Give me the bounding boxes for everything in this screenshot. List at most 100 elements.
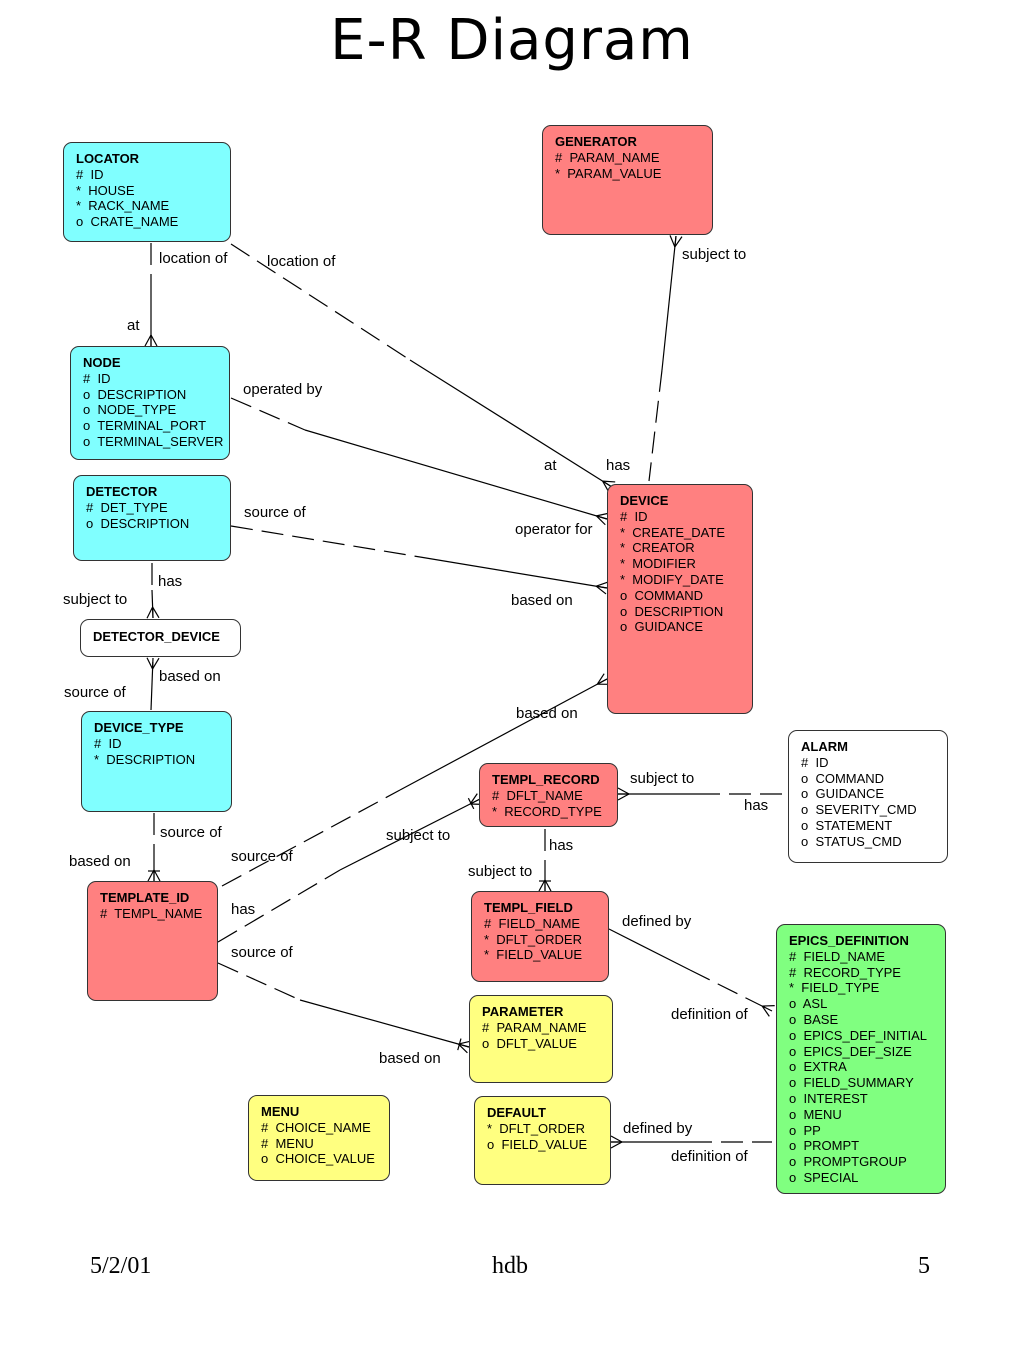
crows-foot [150, 334, 158, 347]
entity-attribute: o PROMPT [789, 1138, 860, 1154]
entity-attribute: # DET_TYPE [86, 499, 168, 515]
entity-attribute: o PP [789, 1122, 821, 1138]
relationship-label: definition of [671, 1148, 748, 1165]
relationship-line [150, 683, 153, 711]
relationship-label: subject to [682, 246, 747, 263]
entity-attribute: * CREATOR [620, 540, 695, 556]
crows-foot [146, 606, 154, 619]
entity-attribute: # MENU [261, 1135, 314, 1151]
relationship-line [230, 397, 306, 431]
crows-foot [610, 1141, 623, 1149]
relationship-line [661, 235, 677, 371]
crows-foot [146, 657, 154, 670]
relationship-line [339, 798, 481, 871]
crows-foot [544, 879, 552, 892]
relationship-line [217, 869, 341, 943]
crows-foot [457, 1043, 468, 1054]
entity-template-id: TEMPLATE_ID# TEMPL_NAME [87, 881, 218, 1001]
footer-page-number: 5 [918, 1253, 930, 1279]
entity-attribute: * FIELD_VALUE [484, 947, 583, 963]
entity-templ-record: TEMPL_RECORD# DFLT_NAME* RECORD_TYPE [479, 763, 618, 827]
entity-attribute: o MENU [789, 1106, 842, 1122]
entity-device: DEVICE# ID* CREATE_DATE* CREATOR* MODIFI… [607, 484, 753, 714]
crows-foot [617, 787, 630, 795]
entity-name: NODE [83, 355, 121, 370]
relationship-label: has [158, 573, 183, 590]
entity-attribute: o SPECIAL [789, 1169, 859, 1185]
entity-name: PARAMETER [482, 1004, 564, 1019]
entity-attribute: o COMMAND [620, 587, 704, 603]
crows-foot [610, 1135, 623, 1143]
entity-detector-device: DETECTOR_DEVICE [80, 619, 241, 657]
entity-attribute: o STATUS_CMD [801, 833, 902, 849]
crows-foot [469, 793, 478, 805]
crows-foot [597, 678, 608, 685]
entity-attribute: * MODIFY_DATE [620, 571, 724, 587]
entity-attribute: o BASE [789, 1011, 839, 1027]
relationship-label: based on [516, 705, 578, 722]
relationship-label: operated by [243, 381, 323, 398]
relationship-line [217, 962, 301, 1001]
entity-attribute: o STATEMENT [801, 817, 893, 833]
entity-attribute: o GUIDANCE [801, 786, 885, 802]
entity-generator: GENERATOR# PARAM_NAME* PARAM_VALUE [542, 125, 713, 235]
crows-foot [458, 1040, 471, 1045]
entity-name: GENERATOR [555, 134, 637, 149]
entity-attribute: * DFLT_ORDER [484, 931, 582, 947]
crows-foot [147, 869, 155, 882]
relationship-line [304, 429, 608, 520]
footer-center-text: hdb [492, 1253, 528, 1279]
entity-attribute: o COMMAND [801, 770, 885, 786]
crows-foot [761, 1005, 770, 1017]
entity-attribute: o DESCRIPTION [83, 386, 187, 402]
entity-attribute: o GUIDANCE [620, 619, 704, 635]
relationship-line [608, 928, 691, 971]
relationship-label: has [549, 837, 574, 854]
relationship-label: subject to [63, 591, 128, 608]
entity-attribute: o EXTRA [789, 1059, 847, 1075]
mandatory-bar [457, 1038, 462, 1051]
relationship-label: based on [511, 592, 573, 609]
entity-name: TEMPLATE_ID [100, 890, 190, 905]
entity-attribute: o PROMPTGROUP [789, 1154, 907, 1170]
entity-name: TEMPL_RECORD [492, 772, 600, 787]
crows-foot [617, 793, 630, 801]
entity-attribute: o DESCRIPTION [86, 515, 190, 531]
crows-foot [669, 235, 676, 248]
crows-foot [595, 585, 607, 595]
entity-name: TEMPL_FIELD [484, 900, 573, 915]
relationship-label: at [127, 317, 140, 334]
relationship-line [648, 369, 663, 482]
entity-attribute: o NODE_TYPE [83, 402, 177, 418]
slide-title: E-R Diagram [330, 8, 694, 73]
entity-attribute: # FIELD_NAME [484, 915, 581, 931]
entity-name: ALARM [801, 739, 848, 754]
relationship-label: operator for [515, 521, 593, 538]
entity-attribute: o EPICS_DEF_INITIAL [789, 1027, 927, 1043]
crows-foot [152, 606, 160, 619]
crows-foot [538, 879, 546, 892]
crows-foot [144, 334, 152, 347]
entity-attribute: * FIELD_TYPE [789, 980, 880, 996]
entity-attribute: o CHOICE_VALUE [261, 1151, 375, 1167]
crows-foot [595, 581, 609, 587]
crows-foot [674, 235, 677, 248]
crows-foot [596, 515, 606, 526]
entity-name: MENU [261, 1104, 300, 1119]
crows-foot [674, 236, 683, 248]
entity-attribute: o DESCRIPTION [620, 603, 724, 619]
relationship-line [399, 678, 608, 791]
crows-foot [761, 1005, 773, 1012]
entity-name: DETECTOR [86, 484, 158, 499]
entity-attribute: # FIELD_NAME [789, 948, 886, 964]
mandatory-bar [467, 797, 475, 810]
crows-foot [596, 512, 609, 517]
entity-attribute: # ID [83, 370, 111, 386]
crows-foot [596, 673, 605, 685]
crows-foot [602, 480, 616, 483]
crows-foot [153, 869, 161, 882]
relationship-line [230, 243, 411, 361]
